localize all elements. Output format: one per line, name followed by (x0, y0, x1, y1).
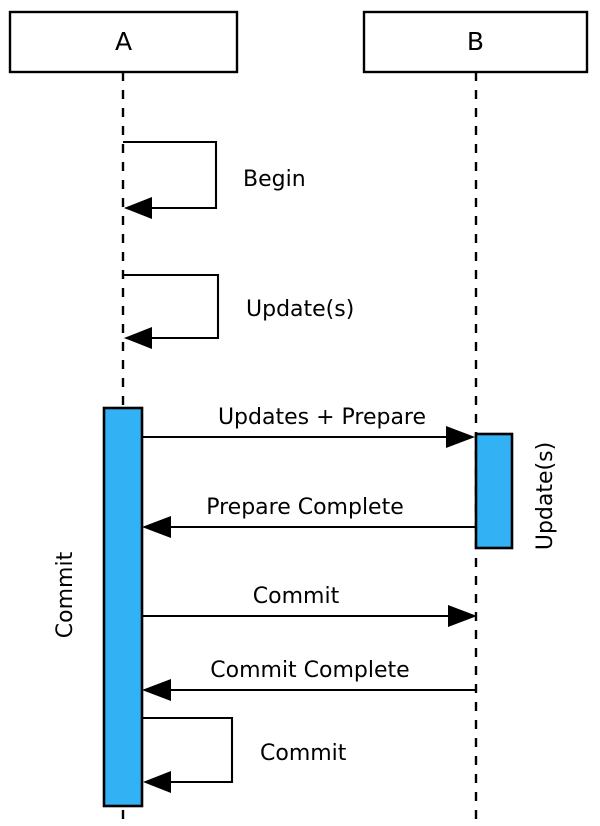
participant-a-label: A (115, 27, 132, 56)
message-commit-self[interactable]: Commit (142, 716, 347, 793)
message-commit-label: Commit (253, 584, 340, 609)
participant-b-box[interactable] (362, 10, 589, 74)
message-updates-self[interactable]: Update(s) (123, 273, 354, 349)
message-updates-self-arrowhead (124, 327, 152, 349)
activation-b-updates[interactable]: Update(s) (474, 432, 558, 550)
participant-a-box[interactable] (8, 10, 239, 74)
participant-b[interactable]: B (362, 10, 589, 74)
message-prepare-complete-label: Prepare Complete (206, 495, 404, 520)
message-commit-complete-label: Commit Complete (210, 658, 409, 683)
activation-a-commit-label: Commit (53, 551, 78, 638)
message-updates-prepare-arrowhead (446, 426, 475, 448)
message-commit-self-path[interactable] (142, 716, 234, 784)
activation-a-commit[interactable]: Commit (53, 406, 144, 808)
activation-a-commit-bar[interactable] (102, 406, 144, 808)
message-prepare-complete[interactable]: Prepare Complete (142, 495, 476, 538)
message-updates-prepare-label: Updates + Prepare (218, 405, 426, 430)
message-updates-prepare[interactable]: Updates + Prepare (142, 405, 475, 448)
message-begin-path[interactable] (123, 140, 218, 210)
message-commit[interactable]: Commit (142, 584, 477, 627)
message-commit-complete-arrowhead (142, 679, 171, 701)
message-prepare-complete-arrowhead (142, 516, 171, 538)
activation-b-updates-bar[interactable] (474, 432, 514, 550)
message-begin[interactable]: Begin (123, 140, 306, 219)
message-commit-arrowhead (448, 605, 477, 627)
message-updates-self-path[interactable] (123, 273, 220, 340)
message-commit-self-label: Commit (260, 741, 347, 766)
message-begin-arrowhead (124, 197, 152, 219)
message-commit-complete[interactable]: Commit Complete (142, 658, 476, 701)
activation-b-updates-label: Update(s) (533, 442, 558, 550)
message-begin-label: Begin (243, 167, 306, 192)
message-commit-self-arrowhead (143, 771, 171, 793)
message-updates-self-label: Update(s) (246, 297, 354, 322)
participant-a[interactable]: A (8, 10, 239, 74)
participant-b-label: B (467, 27, 484, 56)
